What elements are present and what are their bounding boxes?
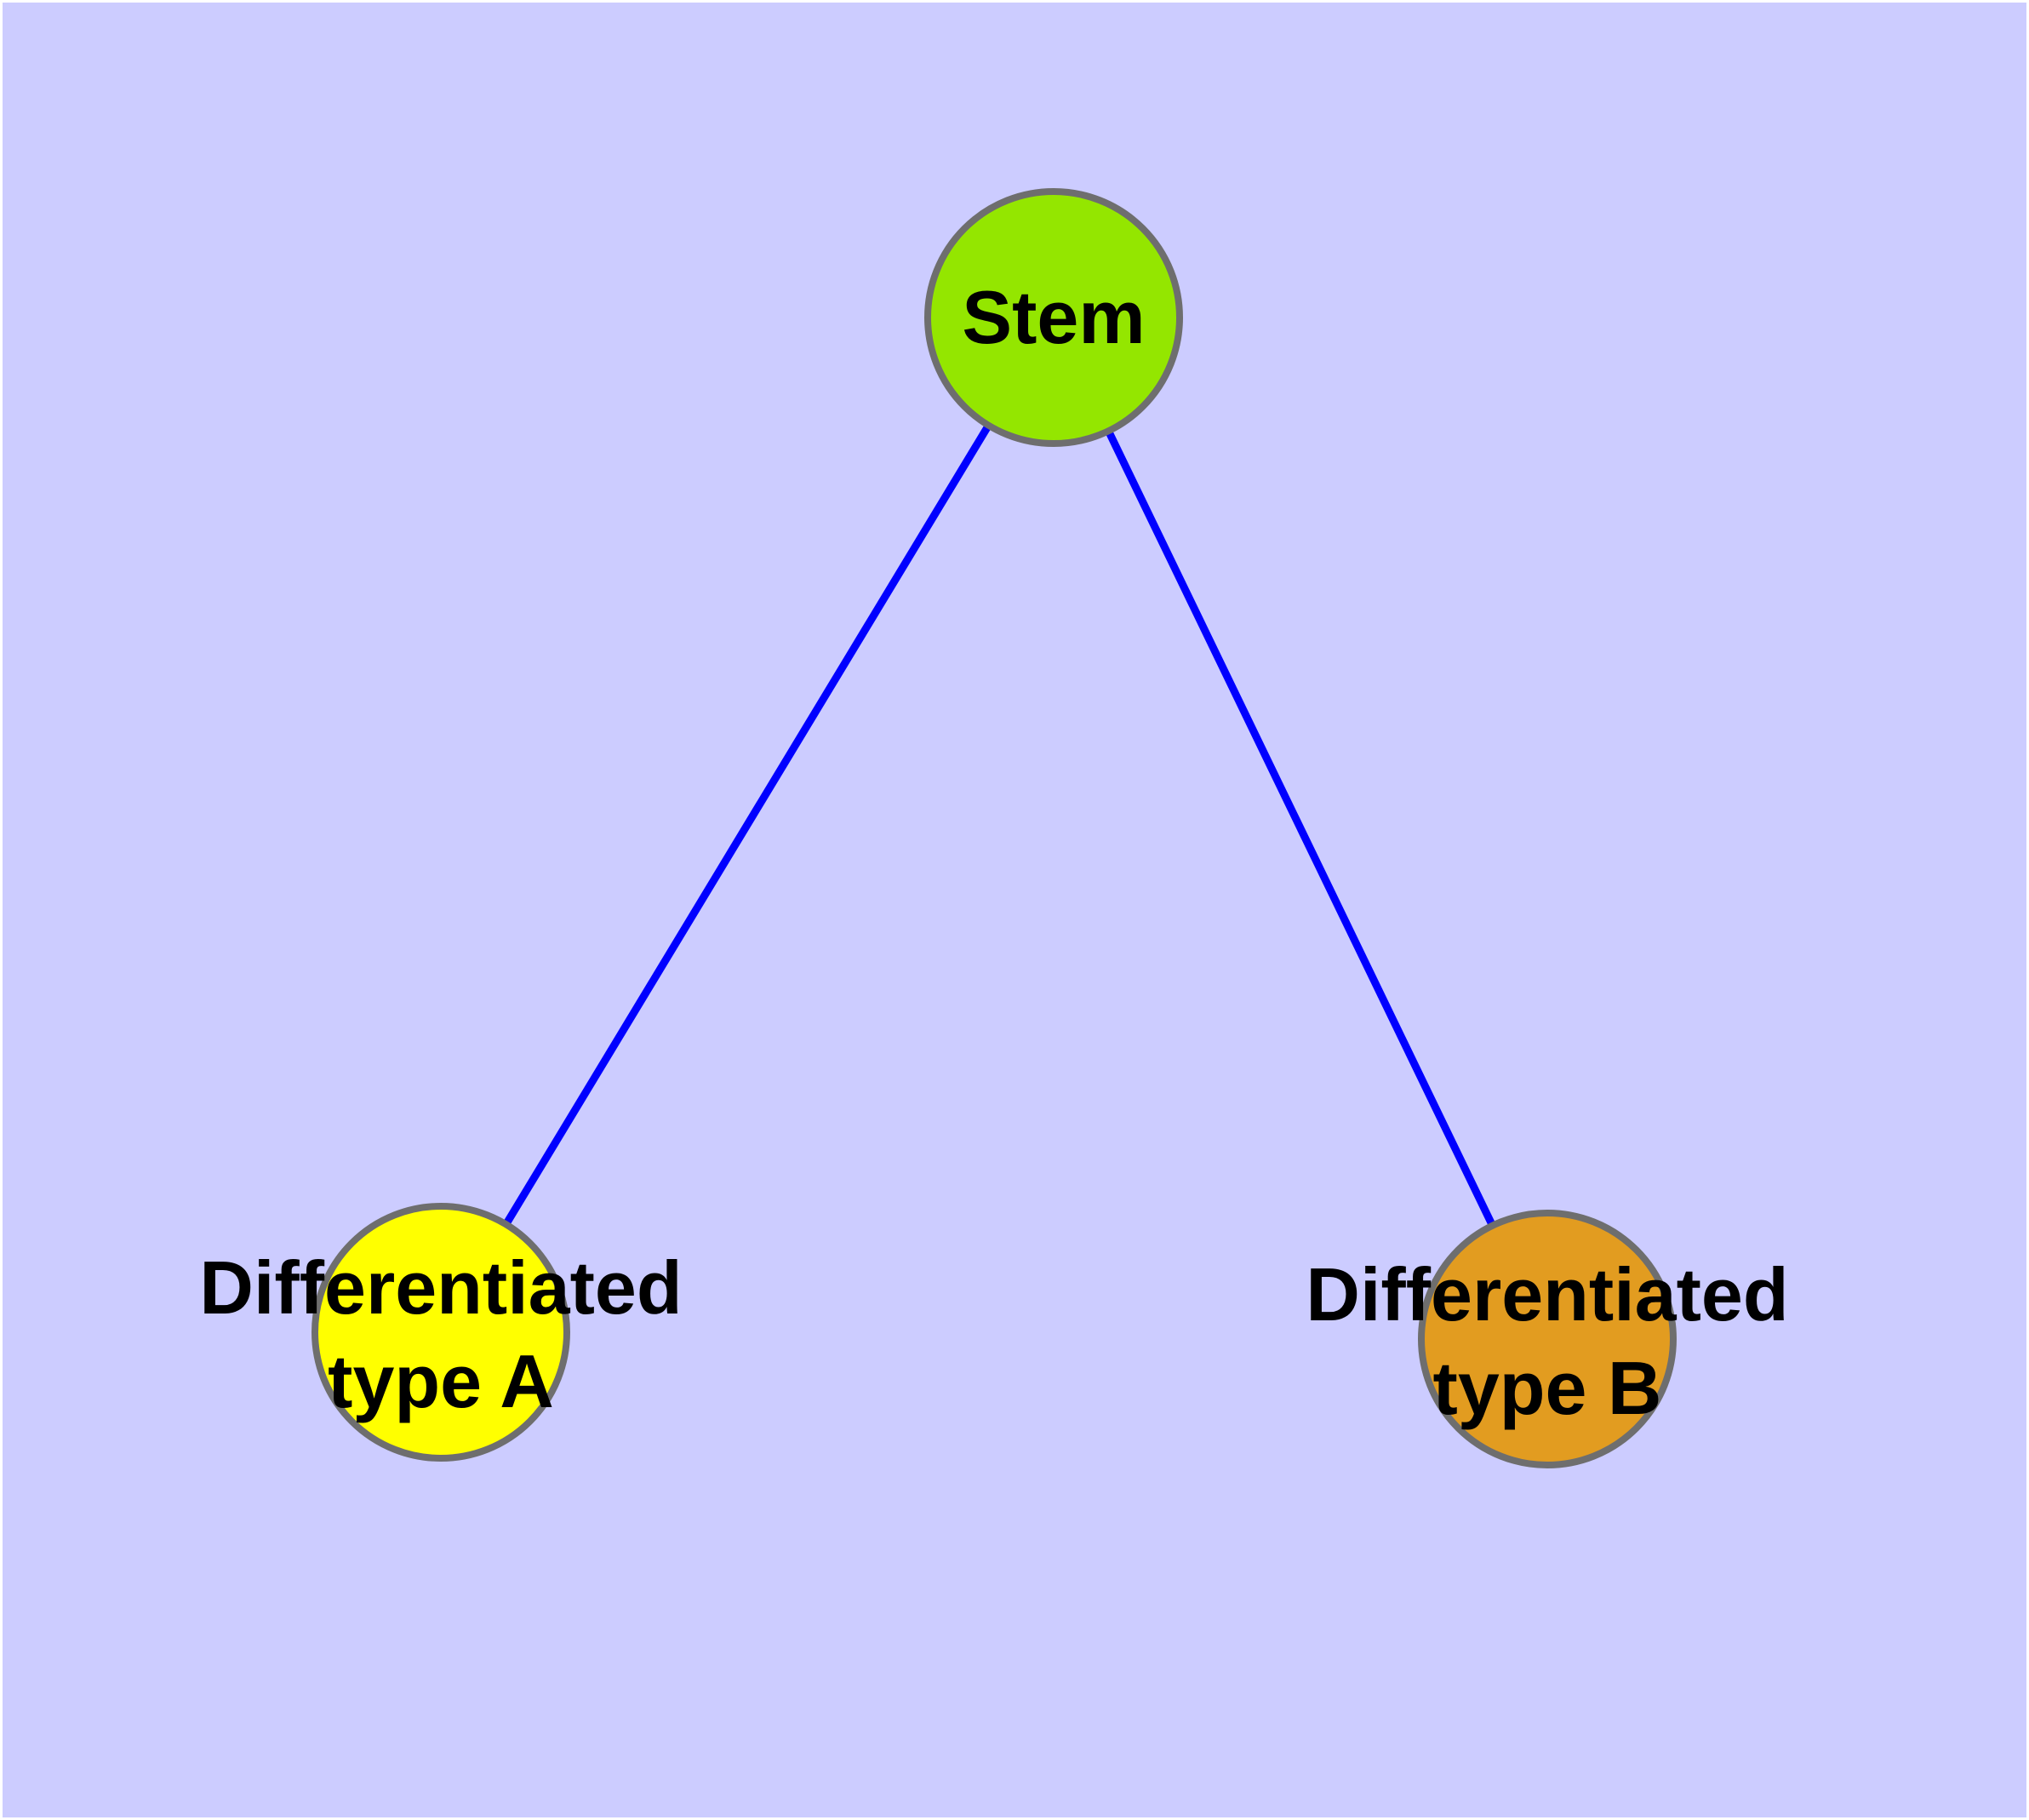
node-differentiated-type-a-label: Differentiated type A	[199, 1245, 683, 1423]
node-stem-label: Stem	[962, 275, 1146, 359]
edge-layer	[437, 315, 1552, 1341]
edge-stem-to-type-b	[1049, 316, 1552, 1341]
node-differentiated-type-a[interactable]	[311, 1203, 570, 1462]
node-stem[interactable]: Stem	[924, 188, 1183, 447]
diagram-canvas: Stem Differentiated type A Differentiate…	[3, 3, 2026, 1817]
node-differentiated-type-b[interactable]	[1418, 1210, 1677, 1468]
node-differentiated-type-b-label: Differentiated type B	[1306, 1252, 1789, 1430]
edge-stem-to-type-a	[437, 315, 1057, 1335]
